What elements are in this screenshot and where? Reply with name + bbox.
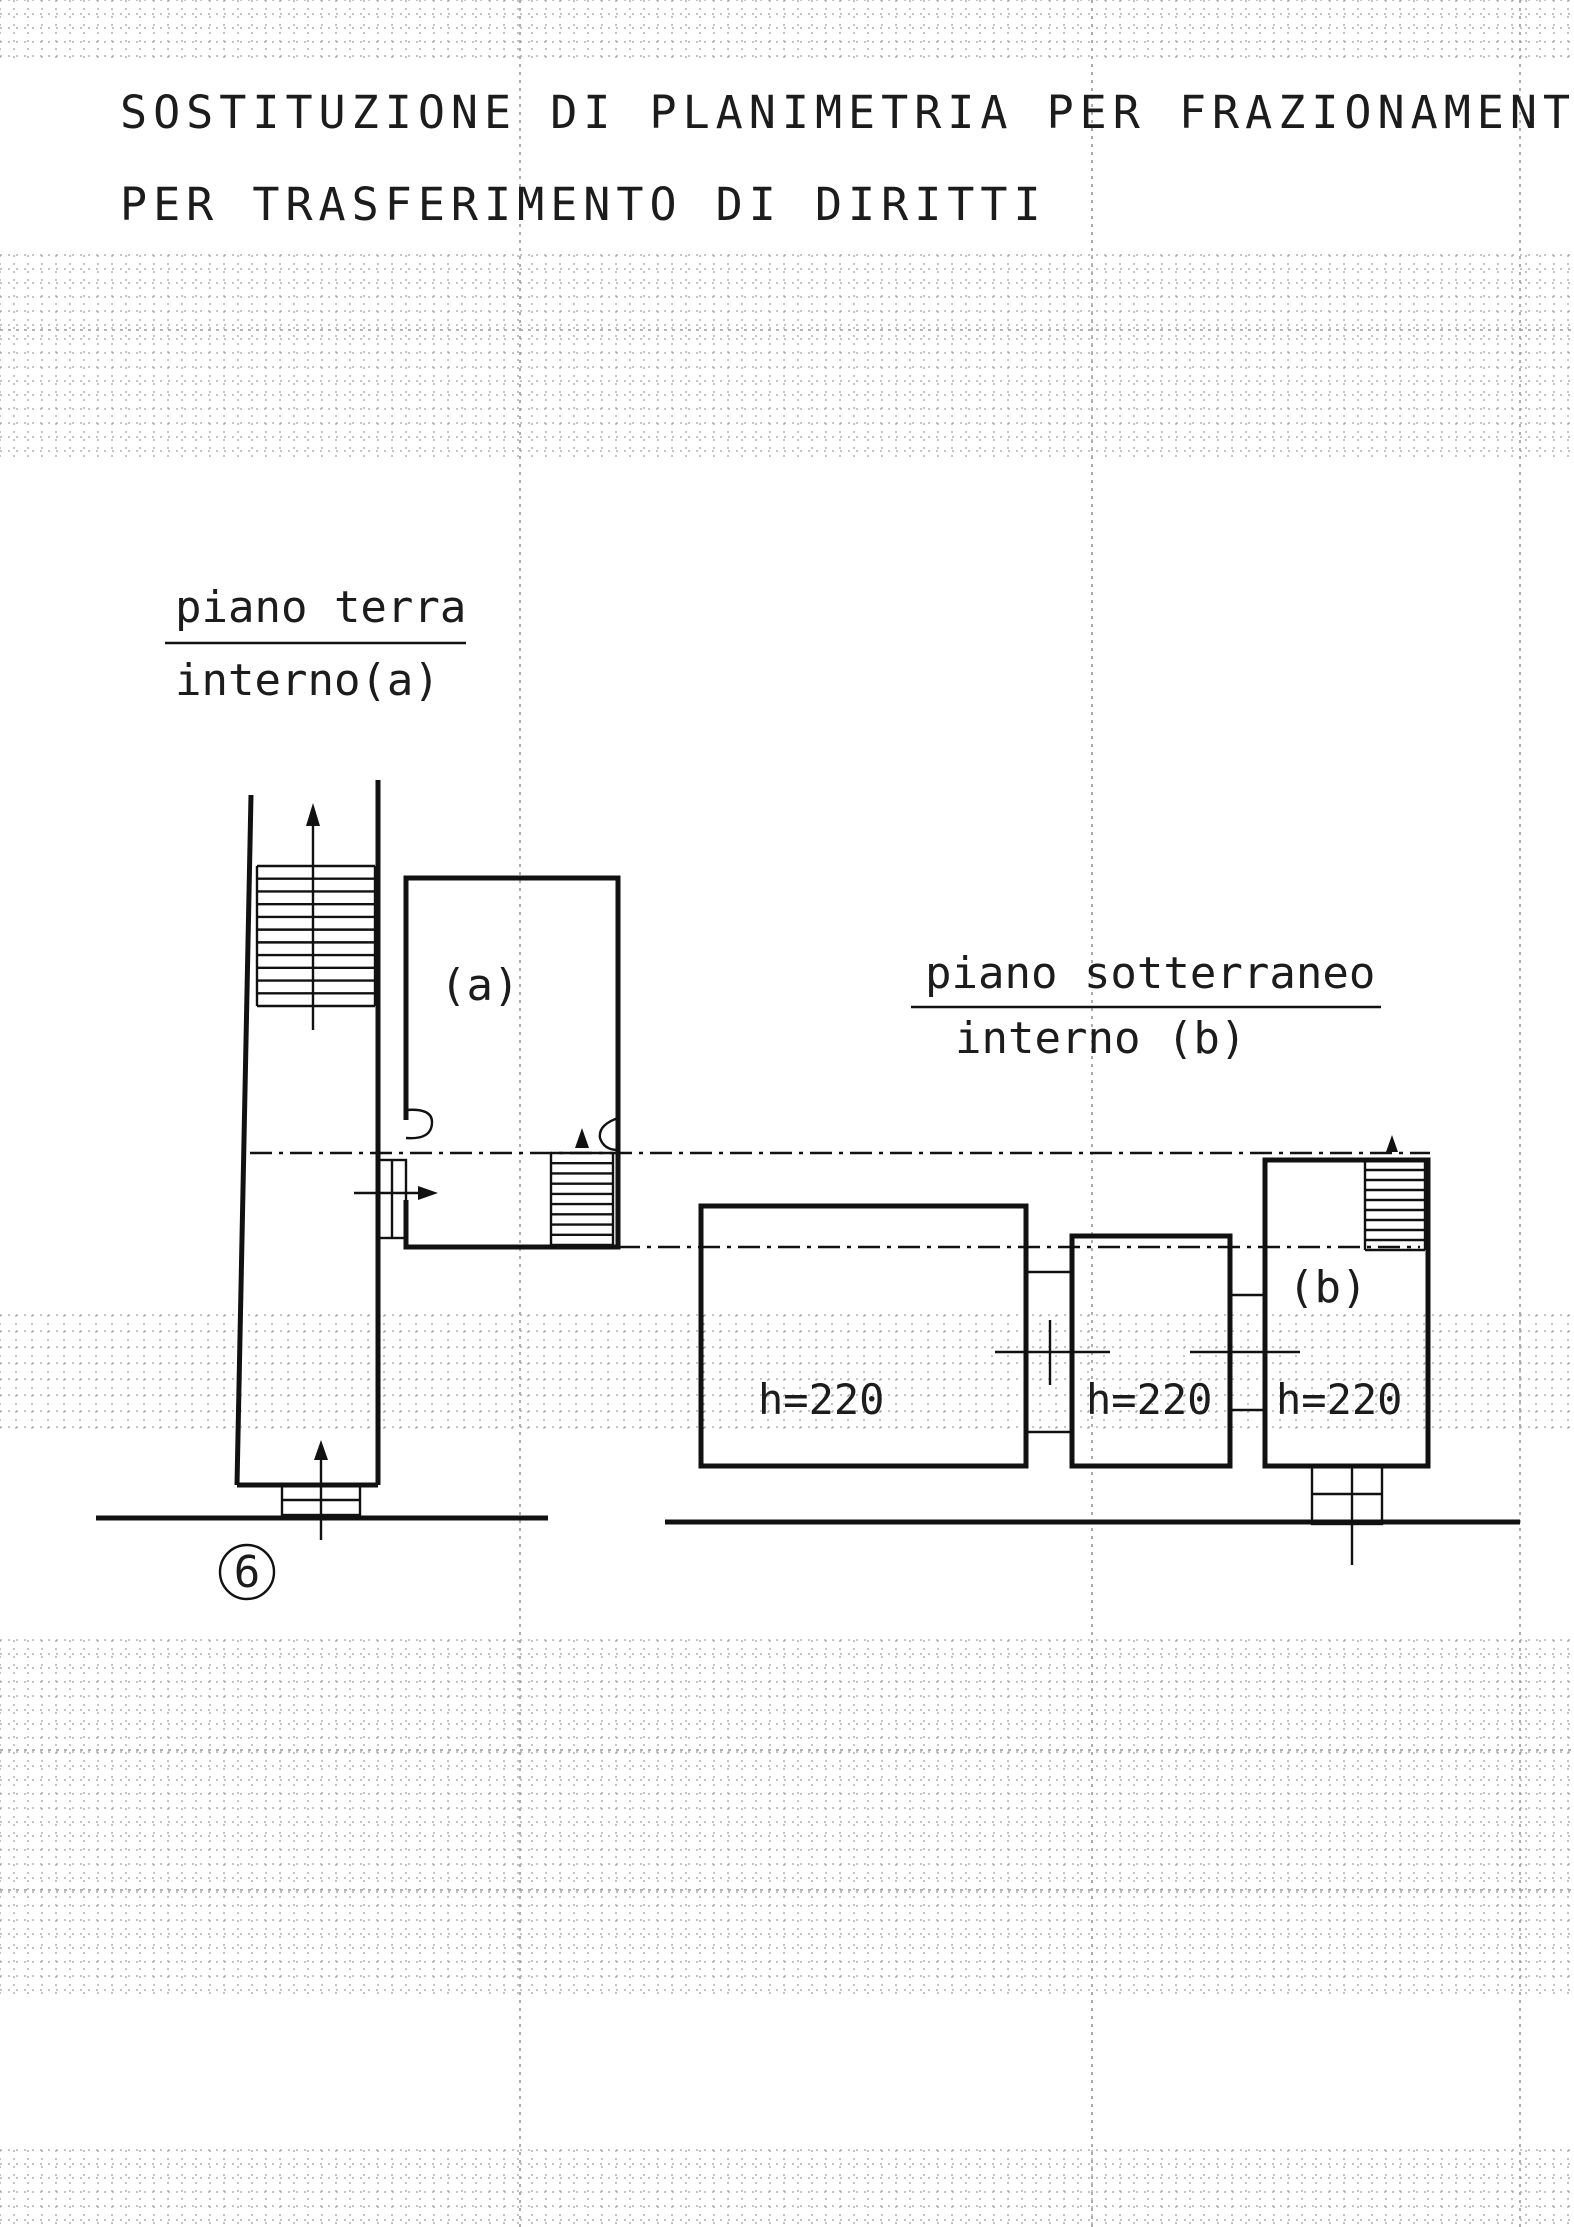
- street-number: 6: [234, 1547, 261, 1598]
- cellar-room-1: [698, 1203, 1029, 1469]
- entrance-door-icon: [280, 1440, 362, 1540]
- up-arrow-icon: [306, 803, 320, 1030]
- door-icon: [354, 1158, 438, 1240]
- entrance-door-icon: [1310, 1464, 1384, 1565]
- room-height-label: h=220: [1086, 1375, 1212, 1424]
- staircase: [255, 864, 377, 1008]
- room-b-label: (b): [1288, 1262, 1367, 1313]
- ground-floor-unit-label: interno(a): [175, 655, 440, 706]
- basement-plan: piano sotterraneo interno (b) (b): [250, 948, 1520, 1565]
- staircase: [1363, 1158, 1427, 1252]
- room-height-label: h=220: [758, 1375, 884, 1424]
- ground-floor-plan: piano terra interno(a) (a): [96, 582, 621, 1601]
- up-arrow-icon: [1386, 1135, 1398, 1152]
- up-arrow-icon: [575, 1128, 589, 1148]
- street-number-circle: [218, 1543, 276, 1601]
- door-icon: [1190, 1293, 1300, 1412]
- basement-label: piano sotterraneo: [925, 948, 1375, 999]
- title-line-1: SOSTITUZIONE DI PLANIMETRIA PER FRAZIONA…: [120, 86, 1574, 139]
- ground-floor-label: piano terra: [175, 582, 466, 633]
- title-line-2: PER TRASFERIMENTO DI DIRITTI: [120, 178, 1047, 231]
- basement-unit-label: interno (b): [955, 1013, 1246, 1064]
- door-icon: [995, 1270, 1110, 1434]
- door-swing-icon: [405, 1108, 434, 1140]
- door-swing-icon: [598, 1116, 619, 1152]
- staircase: [549, 1151, 615, 1247]
- room-a: [403, 875, 621, 1250]
- room-height-label: h=220: [1276, 1375, 1402, 1424]
- room-a-label: (a): [440, 960, 519, 1011]
